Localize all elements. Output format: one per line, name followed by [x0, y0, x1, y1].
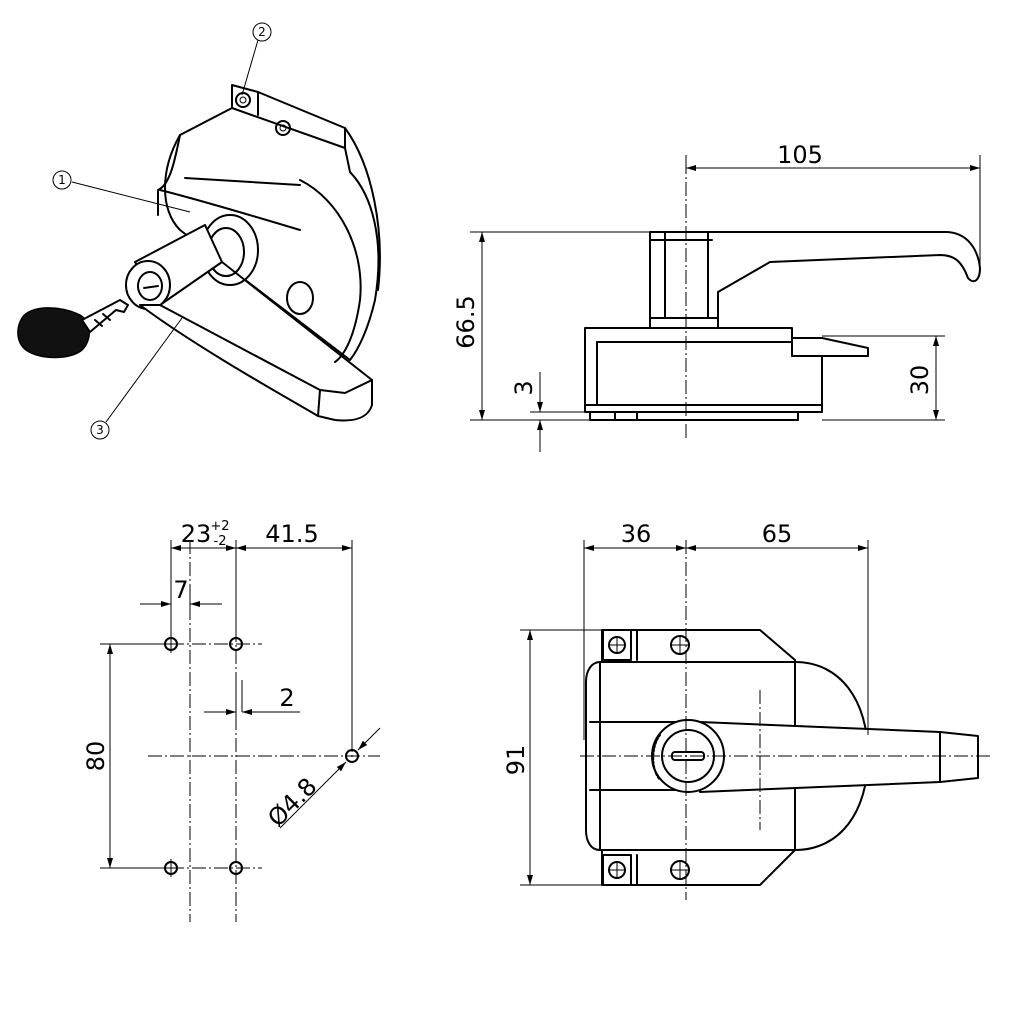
dim-66-5: 66.5	[452, 295, 480, 348]
dim-41-5: 41.5	[265, 520, 318, 548]
dim-65: 65	[762, 520, 793, 548]
lock-hole	[345, 749, 359, 763]
front-view: 36 65 91	[502, 520, 990, 900]
callout-1-circle	[52, 170, 72, 190]
dim-30: 30	[906, 365, 934, 396]
callout-3-circle	[90, 420, 110, 440]
dim-105: 105	[777, 141, 823, 169]
callout-2-circle	[252, 22, 272, 42]
side-view: 105 66.5 30 3	[452, 141, 981, 452]
dim-91: 91	[502, 745, 530, 776]
dim-80: 80	[82, 741, 110, 772]
dim-2: 2	[279, 684, 294, 712]
dim-3: 3	[510, 380, 538, 395]
dim-36: 36	[621, 520, 652, 548]
hole-pattern-view: 23 +2 -2 41.5 7 2 80 Ø4.8	[82, 519, 381, 922]
dim-4-8: Ø4.8	[262, 772, 322, 832]
dim-23: 23	[181, 520, 212, 548]
isometric-view: 1 2 3	[17, 22, 381, 440]
mounting-hole	[229, 861, 243, 875]
callout-1: 1	[58, 173, 66, 187]
dim-23-tol-minus: -2	[214, 534, 227, 549]
dim-7: 7	[173, 576, 188, 604]
mounting-hole	[229, 637, 243, 651]
callout-2: 2	[258, 25, 266, 39]
callout-3: 3	[96, 423, 104, 437]
dim-23-tol-plus: +2	[210, 519, 229, 534]
